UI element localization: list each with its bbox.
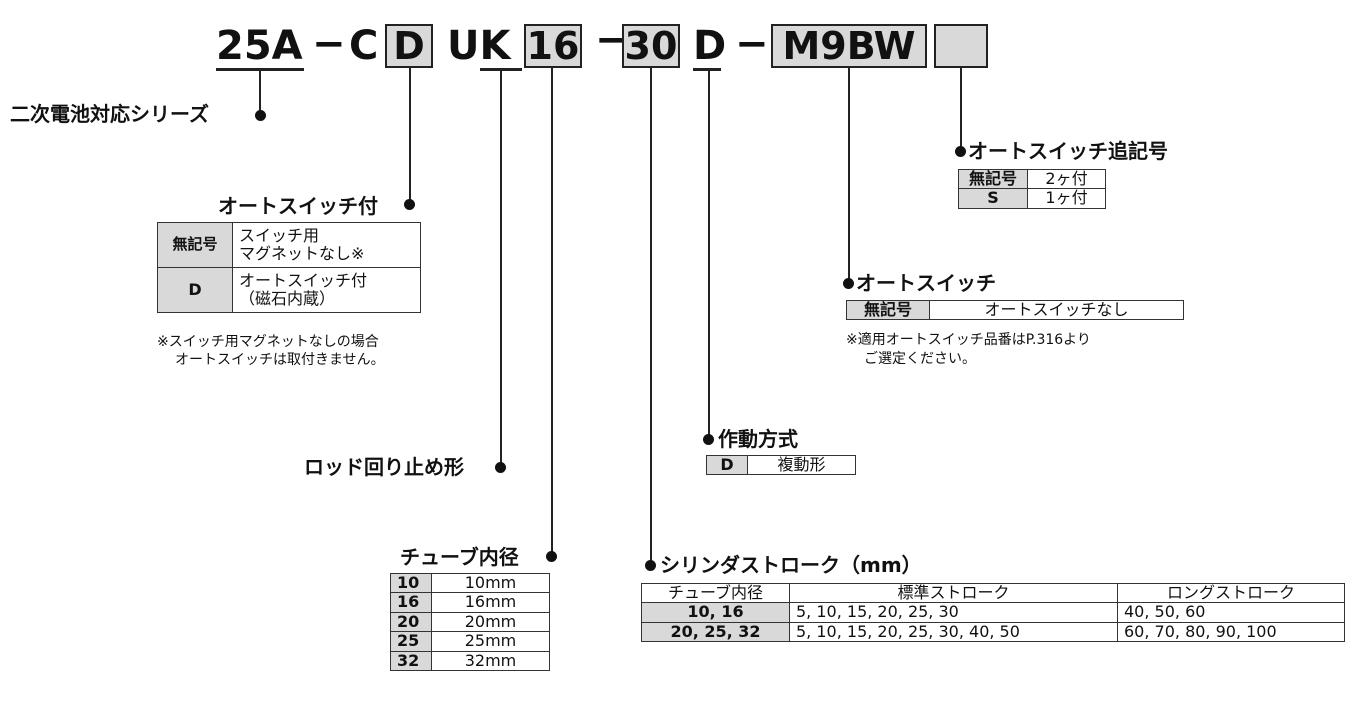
dot-action [703, 434, 714, 445]
dot-series [255, 110, 266, 121]
key-cell: 20 [390, 611, 432, 633]
table-row: 無記号 スイッチ用マグネットなし※ [157, 222, 421, 268]
table-row: D オートスイッチ付（磁石内蔵） [157, 267, 421, 313]
header-cell: ロングストローク [1117, 582, 1345, 604]
stroke-title: シリンダストローク（mm） [660, 553, 922, 577]
value-cell: 2ヶ付 [1027, 168, 1106, 190]
value-cell: 16mm [431, 592, 550, 613]
code-uk: UK [447, 23, 511, 69]
value-cell: 10mm [431, 572, 550, 594]
dot-suffix [955, 146, 966, 157]
key-cell: 無記号 [846, 299, 930, 321]
table-header-row: チューブ内径 標準ストローク ロングストローク [641, 582, 1345, 604]
std-stroke-cell: 5, 10, 15, 20, 25, 30, 40, 50 [789, 621, 1118, 643]
value-line: オートスイッチ付 [239, 270, 368, 290]
dot-switch-magnet [404, 199, 415, 210]
dot-autoswitch [843, 278, 854, 289]
std-stroke-cell: 5, 10, 15, 20, 25, 30 [789, 602, 1118, 623]
line-series [259, 70, 261, 115]
key-cell: 無記号 [157, 222, 233, 268]
key-cell: D [706, 454, 748, 476]
code-box-suffix [934, 24, 988, 68]
stroke-table: チューブ内径 標準ストローク ロングストローク 10, 16 5, 10, 15… [641, 582, 1345, 643]
dot-rod [495, 462, 506, 473]
value-line: マグネットなし※ [239, 244, 365, 263]
key-cell: 25 [390, 631, 432, 652]
series-underline [216, 68, 304, 71]
long-stroke-cell: 60, 70, 80, 90, 100 [1117, 621, 1345, 643]
bore-cell: 20, 25, 32 [641, 621, 790, 643]
table-row: 無記号オートスイッチなし [846, 299, 1184, 321]
line-stroke [650, 68, 652, 566]
autoswitch-note-2: ご選定ください。 [864, 351, 976, 367]
value-cell: 32mm [431, 650, 550, 671]
action-underline [693, 68, 721, 71]
code-c: C [349, 23, 379, 69]
code-dash-1: − [312, 21, 346, 67]
line-action [708, 70, 710, 440]
code-box-bore: 16 [524, 24, 582, 68]
table-row: 10, 16 5, 10, 15, 20, 25, 30 40, 50, 60 [641, 602, 1345, 623]
action-title: 作動方式 [718, 427, 798, 451]
code-box-stroke: 30 [622, 24, 680, 68]
autoswitch-mounted-note-2: オートスイッチは取付きません。 [175, 352, 385, 368]
header-cell: 標準ストローク [789, 582, 1118, 604]
code-action: D [693, 23, 727, 69]
key-cell: 10 [390, 572, 432, 594]
autoswitch-table: 無記号オートスイッチなし [846, 299, 1184, 321]
code-dash-3: − [735, 21, 769, 67]
key-cell: S [958, 188, 1028, 209]
value-cell: スイッチ用マグネットなし※ [232, 222, 421, 268]
value-cell: 複動形 [747, 454, 856, 476]
value-cell: 1ヶ付 [1027, 188, 1106, 209]
bore-cell: 10, 16 [641, 602, 790, 623]
code-box-switch-magnet: D [385, 24, 433, 68]
uk-underline [480, 68, 522, 71]
dot-stroke [645, 560, 656, 571]
value-cell: 25mm [431, 631, 550, 652]
code-series: 25A [216, 23, 303, 69]
value-cell: 20mm [431, 611, 550, 633]
value-line: スイッチ用 [239, 225, 320, 245]
autoswitch-mounted-table: 無記号 スイッチ用マグネットなし※ D オートスイッチ付（磁石内蔵） [157, 222, 421, 313]
line-suffix [960, 68, 962, 152]
series-label: 二次電池対応シリーズ [10, 102, 209, 126]
autoswitch-title: オートスイッチ [856, 271, 996, 295]
key-cell: 16 [390, 592, 432, 613]
value-line: （磁石内蔵） [239, 289, 336, 308]
rod-label: ロッド回り止め形 [304, 455, 464, 479]
key-cell: D [157, 267, 233, 313]
value-cell: オートスイッチ付（磁石内蔵） [232, 267, 421, 313]
value-cell: オートスイッチなし [929, 299, 1184, 321]
long-stroke-cell: 40, 50, 60 [1117, 602, 1345, 623]
key-cell: 32 [390, 650, 432, 671]
key-cell: 無記号 [958, 168, 1028, 190]
autoswitch-mounted-title: オートスイッチ付 [218, 194, 378, 218]
code-box-autoswitch: M9BW [771, 24, 927, 68]
table-row: 20, 25, 32 5, 10, 15, 20, 25, 30, 40, 50… [641, 621, 1345, 643]
autoswitch-mounted-note-1: ※スイッチ用マグネットなしの場合 [157, 334, 379, 350]
autoswitch-note-1: ※適用オートスイッチ品番はP.316より [846, 332, 1091, 348]
header-cell: チューブ内径 [641, 582, 790, 604]
switch-qty-title: オートスイッチ追記号 [968, 139, 1168, 163]
line-switch-magnet [409, 68, 411, 202]
line-rod [500, 70, 502, 468]
bore-title: チューブ内径 [400, 545, 519, 569]
line-autoswitch [848, 68, 850, 284]
line-bore [551, 68, 553, 556]
dot-bore [546, 551, 557, 562]
